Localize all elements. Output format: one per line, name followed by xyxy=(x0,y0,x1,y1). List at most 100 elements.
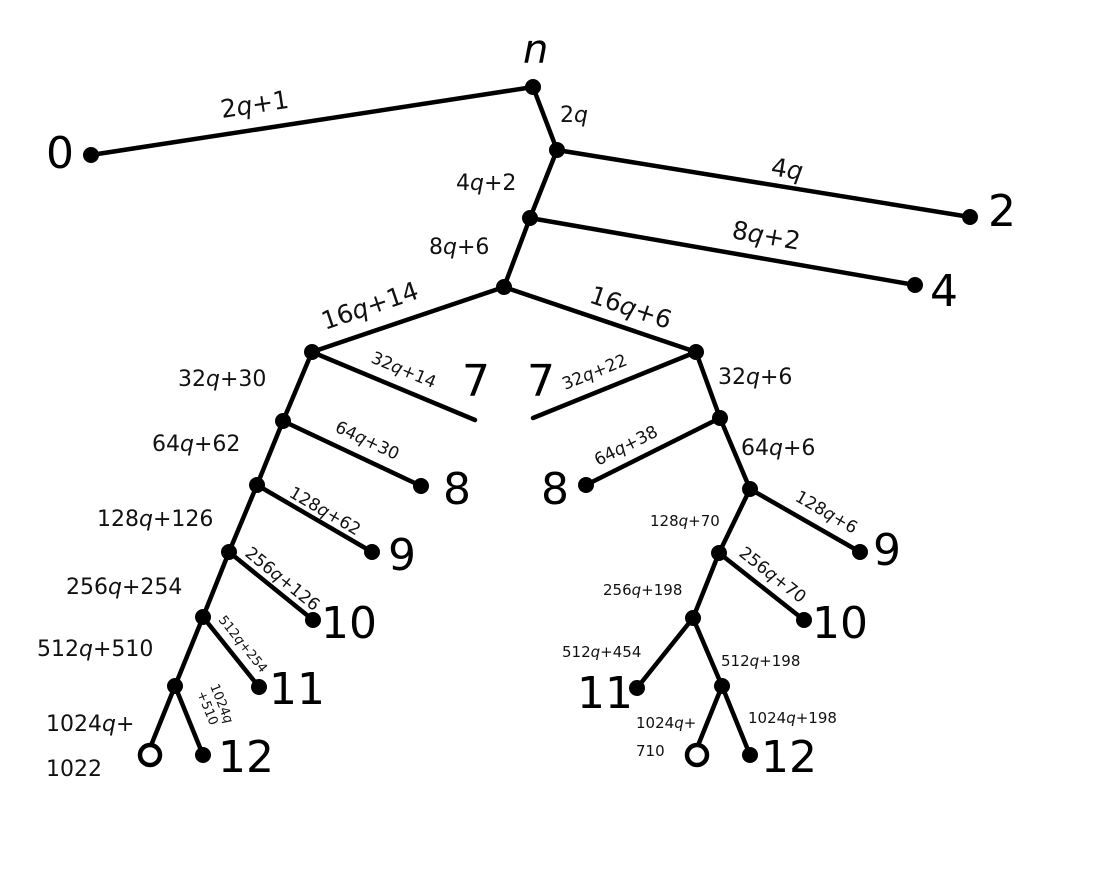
edge-right-64q6 xyxy=(717,415,753,492)
edge-right-to-open xyxy=(696,683,725,746)
leaf-label-left-8: 8 xyxy=(443,464,471,515)
edge-root-down xyxy=(530,84,560,153)
node-left-leaf-8 xyxy=(413,478,429,494)
node-left-16q14 xyxy=(304,344,320,360)
edge-right-128q70 xyxy=(716,486,753,556)
node-left-32q30 xyxy=(275,413,291,429)
edge-label-128q-plus-126: 128q+126 xyxy=(97,507,213,532)
leaf-label-right-12: 12 xyxy=(761,732,817,783)
edge-right-16q6 xyxy=(501,284,699,355)
root-label: n xyxy=(523,27,548,73)
edge-right-to-7 xyxy=(530,349,699,421)
edge-left-128q126 xyxy=(226,482,260,555)
edge-left-64q62 xyxy=(254,418,286,488)
edge-right-to-12 xyxy=(719,683,753,758)
node-left-open xyxy=(137,742,163,768)
node-2q xyxy=(549,142,565,158)
edge-left-to-7 xyxy=(309,349,478,423)
edge-label-16q-plus-6: 16q+6 xyxy=(586,280,675,335)
leaf-label-left-11: 11 xyxy=(269,664,325,715)
edge-to-2 xyxy=(554,147,973,220)
edge-label-512q-plus-198: 512q+198 xyxy=(721,652,800,670)
open-label-left-line1: 1024q+ xyxy=(46,712,134,737)
node-leaf-4 xyxy=(907,277,923,293)
edge-label-32q-plus-14: 32q+14 xyxy=(368,348,439,393)
leaf-label-right-10: 10 xyxy=(812,598,868,649)
edge-label-256q-plus-254: 256q+254 xyxy=(66,575,182,600)
edge-left-to-11 xyxy=(200,614,262,690)
edge-right-to-8 xyxy=(583,415,723,488)
edge-left-to-open xyxy=(149,683,178,746)
node-right-32q6 xyxy=(712,410,728,426)
edge-right-to-9 xyxy=(747,486,863,555)
edge-right-32q6 xyxy=(693,349,723,421)
leaf-label-right-11: 11 xyxy=(577,668,633,719)
node-right-leaf-10 xyxy=(796,612,812,628)
node-left-leaf-9 xyxy=(364,544,380,560)
edge-labels: 2q+1 2q 4q 4q+2 8q+2 8q+6 16q+14 16q+6 3… xyxy=(37,85,861,782)
edge-to-4 xyxy=(527,215,918,288)
edge-left-to-10 xyxy=(226,549,316,623)
node-left-leaf-11 xyxy=(251,679,267,695)
leaf-label-2: 2 xyxy=(988,186,1016,237)
edge-root-to-0 xyxy=(88,84,536,158)
edge-left-to-8 xyxy=(280,418,424,489)
edge-label-8q-plus-2: 8q+2 xyxy=(730,215,803,255)
edge-trunk-4q2 xyxy=(527,147,560,221)
node-8q6 xyxy=(496,279,512,295)
node-left-512q510 xyxy=(167,678,183,694)
edge-label-512q-plus-510: 512q+510 xyxy=(37,637,153,662)
edge-label-4q: 4q xyxy=(769,152,805,186)
node-right-256q198 xyxy=(685,610,701,626)
edge-label-2q: 2q xyxy=(560,103,588,128)
node-4q2 xyxy=(522,210,538,226)
edge-label-32q-plus-22: 32q+22 xyxy=(559,350,630,394)
edge-label-128q-plus-70: 128q+70 xyxy=(650,512,720,530)
edge-label-512q-plus-454: 512q+454 xyxy=(562,643,641,661)
leaf-label-left-12: 12 xyxy=(218,732,274,783)
edge-label-64q-plus-30: 64q+30 xyxy=(332,417,402,464)
edge-label-1024q-plus-198: 1024q+198 xyxy=(748,709,837,727)
edge-label-64q-plus-6: 64q+6 xyxy=(741,436,815,461)
edge-right-to-11 xyxy=(634,615,696,691)
leaf-label-right-8: 8 xyxy=(541,464,569,515)
edge-label-16q-plus-14: 16q+14 xyxy=(318,276,422,336)
node-right-64q6 xyxy=(742,481,758,497)
node-right-leaf-8 xyxy=(578,477,594,493)
leaf-label-left-9: 9 xyxy=(388,530,416,581)
node-leaf-2 xyxy=(962,209,978,225)
edge-label-32q-plus-6: 32q+6 xyxy=(718,365,792,390)
edge-trunk-8q6 xyxy=(501,215,533,290)
open-label-left-line2: 1022 xyxy=(46,757,102,782)
edge-label-256q-plus-126: 256q+126 xyxy=(241,543,323,615)
edge-left-16q14 xyxy=(309,284,507,355)
node-left-128q126 xyxy=(221,544,237,560)
edge-label-32q-plus-30: 32q+30 xyxy=(178,367,266,392)
edge-left-to-9 xyxy=(254,482,375,555)
leaf-label-left-10: 10 xyxy=(321,598,377,649)
edge-label-128q-plus-62: 128q+62 xyxy=(285,483,363,540)
leaf-labels: n 0 2 4 7 7 8 8 9 9 10 10 11 11 12 12 xyxy=(46,27,1016,783)
edge-right-to-10 xyxy=(716,550,807,623)
edge-label-2q-plus-1: 2q+1 xyxy=(219,85,291,124)
edge-left-to-12 xyxy=(172,683,206,758)
node-right-16q6 xyxy=(688,344,704,360)
node-right-open xyxy=(684,742,710,768)
edge-label-8q-plus-6: 8q+6 xyxy=(429,235,489,260)
tree-nodes xyxy=(83,79,978,768)
edge-label-4q-plus-2: 4q+2 xyxy=(456,171,516,196)
edge-right-256q198 xyxy=(690,550,722,621)
node-left-64q62 xyxy=(249,477,265,493)
edge-right-512q198 xyxy=(690,615,725,689)
leaf-label-4: 4 xyxy=(930,266,958,317)
leaf-label-left-7: 7 xyxy=(462,356,490,407)
node-right-leaf-11 xyxy=(629,680,645,696)
node-right-512q198 xyxy=(714,678,730,694)
leaf-label-right-9: 9 xyxy=(873,525,901,576)
node-right-leaf-9 xyxy=(852,544,868,560)
node-right-leaf-12 xyxy=(742,747,758,763)
edge-label-64q-plus-62: 64q+62 xyxy=(152,432,240,457)
edge-left-256q254 xyxy=(200,549,232,620)
edge-left-512q510 xyxy=(172,614,206,689)
